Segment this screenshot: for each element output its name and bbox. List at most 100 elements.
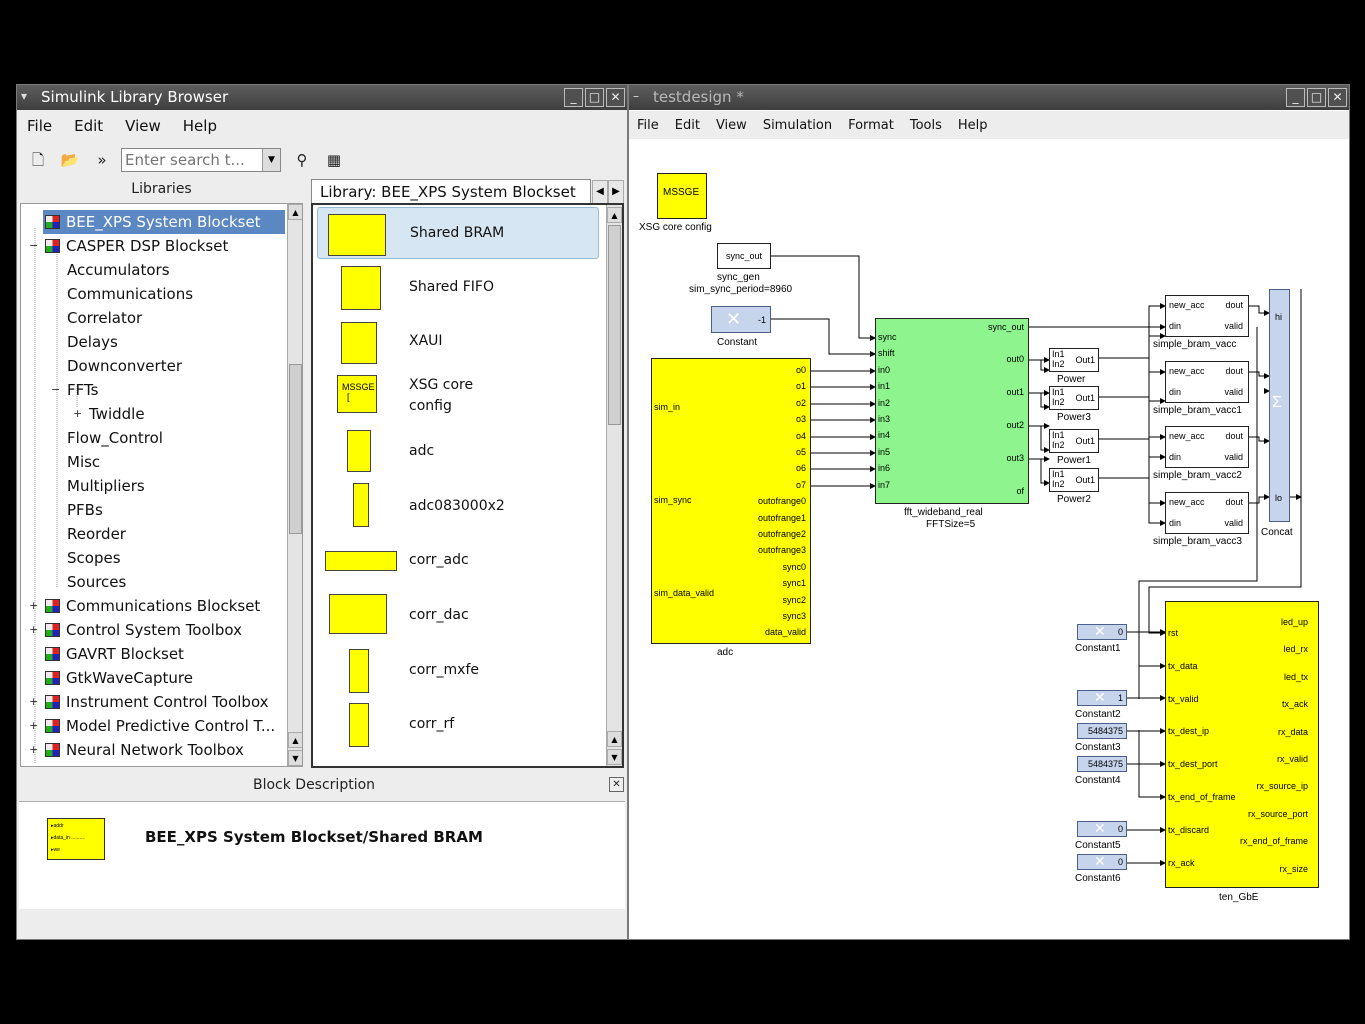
tree-expander-icon[interactable]: + <box>29 695 39 708</box>
tree-expander-icon[interactable]: + <box>29 762 38 766</box>
signal-line[interactable] <box>1249 436 1270 444</box>
menu-help[interactable]: Help <box>182 117 217 135</box>
signal-line[interactable] <box>1138 666 1165 797</box>
library-block-item[interactable]: corr_rf <box>317 699 599 751</box>
tree-expander-icon[interactable]: + <box>73 407 83 420</box>
tree-item[interactable]: GtkWaveCapture <box>21 666 193 690</box>
tree-expander-icon[interactable]: + <box>29 623 39 636</box>
binoculars-icon[interactable]: ⚲ <box>296 151 308 169</box>
menu-simulation[interactable]: Simulation <box>762 117 833 133</box>
library-block-item[interactable]: corr_mxfe <box>317 645 599 697</box>
library-settings-icon[interactable]: ▦ <box>326 151 342 169</box>
model-titlebar[interactable]: – testdesign * _ □ ✕ <box>629 85 1349 110</box>
tree-item[interactable]: +Instrument Control Toolbox <box>21 690 269 714</box>
signal-line[interactable] <box>1040 426 1050 453</box>
search-box[interactable]: ▼ <box>121 148 281 172</box>
signal-line[interactable] <box>1040 360 1050 373</box>
xsg-core-config-block[interactable]: MSSGE <box>657 173 707 219</box>
tree-scrollbar[interactable]: ▲ ▲ ▼ <box>287 204 302 766</box>
signal-line[interactable] <box>1099 438 1166 460</box>
maximize-button[interactable]: □ <box>585 88 604 107</box>
signal-line[interactable] <box>1099 396 1166 404</box>
tree-expander-icon[interactable]: + <box>29 599 39 612</box>
tree-item[interactable]: Multipliers <box>21 474 145 498</box>
minimize-button[interactable]: _ <box>564 88 583 107</box>
search-input[interactable] <box>122 149 262 171</box>
tree-item[interactable]: GAVRT Blockset <box>21 642 184 666</box>
tree-expander-icon[interactable]: + <box>29 719 39 732</box>
close-button[interactable]: ✕ <box>1328 88 1347 107</box>
tree-item[interactable]: Scopes <box>21 546 121 570</box>
scroll-thumb[interactable] <box>289 364 302 534</box>
library-block-item[interactable]: Shared FIFO <box>317 262 599 314</box>
block-scroll-up-arrow[interactable]: ▲ <box>607 207 622 223</box>
signal-line[interactable] <box>1249 494 1270 504</box>
library-block-item[interactable]: adc083000x2 <box>317 481 599 533</box>
library-block-item[interactable]: corr_adc <box>317 535 599 587</box>
tab-scroll-right-icon[interactable]: ▶ <box>608 180 624 204</box>
scroll-down-arrow-2[interactable]: ▼ <box>288 750 302 766</box>
new-file-icon[interactable]: 🗋 <box>31 151 45 169</box>
menu-edit[interactable]: Edit <box>674 117 700 133</box>
constant-block[interactable]: ✕1 <box>1077 689 1127 706</box>
sync-gen-block[interactable]: sync_out <box>717 243 771 269</box>
window-menu-icon[interactable]: – <box>633 89 639 103</box>
open-folder-icon[interactable]: 📂 <box>60 151 80 169</box>
window-menu-icon[interactable]: ▾ <box>21 89 28 103</box>
menu-help[interactable]: Help <box>957 117 988 133</box>
signal-line[interactable] <box>771 318 876 357</box>
minimize-button[interactable]: _ <box>1286 88 1305 107</box>
library-browser-titlebar[interactable]: ▾ Simulink Library Browser _ □ ✕ <box>17 85 627 110</box>
concat-block[interactable]: hi lo Σ <box>1269 289 1290 522</box>
tree-item[interactable]: Flow_Control <box>21 426 163 450</box>
library-block-item[interactable]: XAUI <box>317 316 599 368</box>
signal-line[interactable] <box>1249 371 1270 379</box>
tree-item[interactable]: Misc <box>21 450 100 474</box>
tree-item[interactable]: +Neural Network Toolbox <box>21 738 244 762</box>
model-canvas[interactable]: MSSGE XSG core config sync_out sync_gen … <box>629 141 1349 939</box>
close-description-icon[interactable]: ✕ <box>609 777 624 792</box>
search-dropdown-icon[interactable]: ▼ <box>262 149 280 171</box>
tree-item[interactable]: +Control System Toolbox <box>21 618 242 642</box>
tree-item[interactable]: Communications <box>21 282 193 306</box>
tree-item[interactable]: PFBs <box>21 498 103 522</box>
tree-item[interactable]: −FFTs <box>21 378 99 402</box>
tree-item[interactable]: Delays <box>21 330 118 354</box>
maximize-button[interactable]: □ <box>1307 88 1326 107</box>
tree-item[interactable]: Correlator <box>21 306 142 330</box>
menu-format[interactable]: Format <box>848 117 894 133</box>
constant-block[interactable]: ✕0 <box>1077 853 1127 870</box>
library-block-item[interactable]: adc <box>317 426 599 478</box>
library-block-item[interactable]: MSSGE [XSG core config <box>317 371 599 423</box>
tree-item[interactable]: BEE_XPS System Blockset <box>43 210 285 234</box>
tab-scroll-left-icon[interactable]: ◀ <box>592 180 608 204</box>
constant-block[interactable]: ✕0 <box>1077 820 1127 837</box>
tree-item[interactable]: +Communications Blockset <box>21 594 260 618</box>
tree-item[interactable]: Sources <box>21 570 126 594</box>
block-scroll-down-arrow[interactable]: ▼ <box>607 749 622 765</box>
menu-tools[interactable]: Tools <box>909 117 942 133</box>
constant-block[interactable]: 5484375 <box>1077 723 1127 739</box>
signal-line[interactable] <box>1148 303 1166 327</box>
tree-item[interactable]: +RF Blockset <box>21 762 153 766</box>
more-icon[interactable]: » <box>97 151 107 169</box>
tree-item[interactable]: Accumulators <box>21 258 170 282</box>
constant-block[interactable]: ✕0 <box>1077 623 1127 640</box>
tree-item[interactable]: Downconverter <box>21 354 182 378</box>
signal-line[interactable] <box>1148 327 1166 506</box>
tree-expander-icon[interactable]: − <box>51 383 61 396</box>
tree-item[interactable]: +Model Predictive Control T... <box>21 714 275 738</box>
tree-expander-icon[interactable]: − <box>29 239 39 252</box>
tab-library[interactable]: Library: BEE_XPS System Blockset <box>311 179 591 205</box>
